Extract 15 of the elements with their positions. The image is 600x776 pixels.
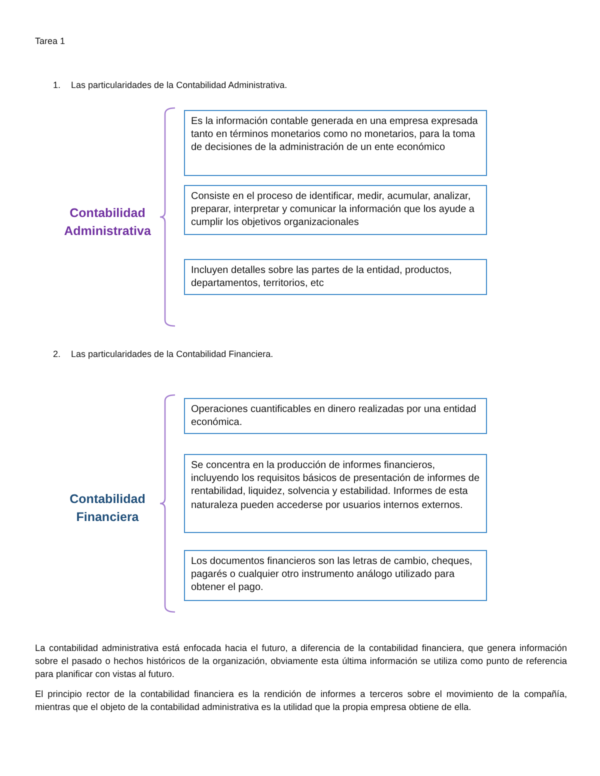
description-box: Es la información contable generada en una empresa expresada tanto en términos monetarios como no monetarios, para la toma de decisiones de la administración de un ente económico xyxy=(184,110,487,176)
paragraph: El principio rector de la contabilidad financiera es la rendición de informes a terceros sobre el movimiento de la compañía, mientras que el objeto de la contabilidad administrativa es la utilidad que la propia empresa obtiene de ella. xyxy=(35,688,567,714)
category-heading: Contabilidad Financiera xyxy=(55,490,160,526)
description-box: Incluyen detalles sobre las partes de la entidad, productos, departamentos, territorios, etc xyxy=(184,259,487,296)
document-title: Tarea 1 xyxy=(35,36,66,46)
category-heading: Contabilidad Administrativa xyxy=(55,204,160,240)
list-number: 1. xyxy=(53,80,62,90)
section-heading: Las particularidades de la Contabilidad Administrativa. xyxy=(71,80,288,90)
list-number: 2. xyxy=(53,349,62,359)
description-box: Operaciones cuantificables en dinero realizadas por una entidad económica. xyxy=(184,398,487,434)
description-box: Consiste en el proceso de identificar, medir, acumular, analizar, preparar, interpretar y comunicar la información que los ayude a cumplir los objetivos organizacionales xyxy=(184,185,487,235)
description-box: Se concentra en la producción de informes financieros, incluyendo los requisitos básicos de presentación de informes de rentabilidad, liquidez, solvencia y estabilidad. Informes de esta naturaleza pueden accederse por usuarios internos externos. xyxy=(184,454,487,533)
section-heading: Las particularidades de la Contabilidad Financiera. xyxy=(71,349,274,359)
paragraph: La contabilidad administrativa está enfocada hacia el futuro, a diferencia de la contabilidad financiera, que genera información sobre el pasado o hechos históricos de la organización, obviamente esta última información se utiliza como punto de referencia para planificar con vistas al futuro. xyxy=(35,642,567,681)
description-box: Los documentos financieros son las letras de cambio, cheques, pagarés o cualquier otro instrumento análogo utilizado para obtener el pago. xyxy=(184,550,487,601)
